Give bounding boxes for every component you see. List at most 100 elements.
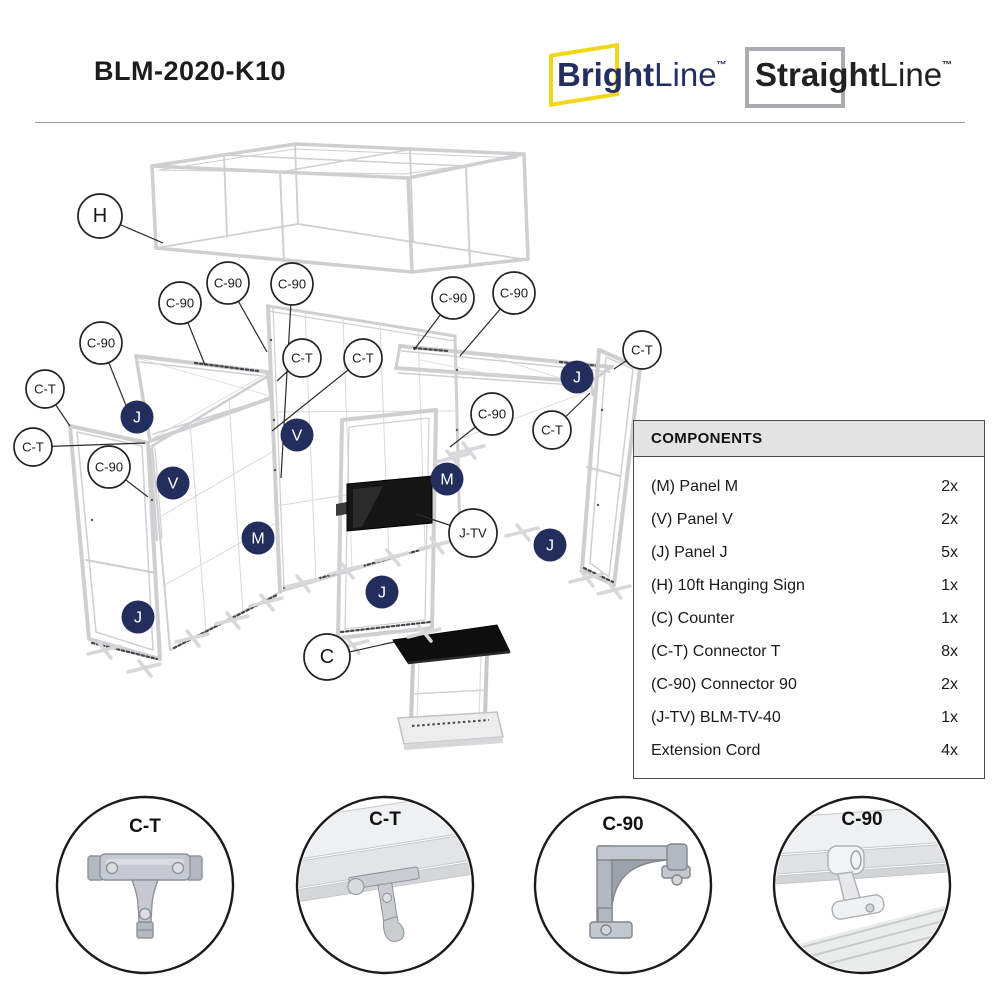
panel-badge-m: M [430, 462, 464, 496]
svg-text:C-90: C-90 [478, 407, 506, 422]
callout-c-90: C-90 [413, 276, 475, 351]
detail-circle-c90-connector: C-90 [533, 795, 713, 975]
svg-text:C-T: C-T [631, 343, 653, 358]
svg-text:C-T: C-T [291, 351, 313, 366]
table-row: (M) Panel M 2x [651, 470, 958, 503]
table-row: Extension Cord 4x [651, 734, 958, 767]
svg-text:C-90: C-90 [278, 277, 306, 292]
callout-c-90: C-90 [206, 261, 268, 353]
detail-label: C-90 [602, 814, 643, 835]
straightline-tm: ™ [942, 60, 953, 71]
component-label: (J) Panel J [651, 544, 728, 561]
callout-c-90: C-90 [158, 281, 206, 366]
table-row: (H) 10ft Hanging Sign 1x [651, 569, 958, 602]
panel-badge-v: V [280, 418, 314, 452]
component-qty: 5x [941, 544, 958, 561]
hanging-sign-frame [150, 142, 530, 274]
callout-c-t: C-T [532, 392, 591, 450]
left-header-frame [134, 354, 273, 443]
svg-text:C-T: C-T [352, 351, 374, 366]
component-label: (H) 10ft Hanging Sign [651, 577, 805, 594]
callout-c-90: C-90 [270, 262, 314, 479]
svg-text:C-90: C-90 [439, 291, 467, 306]
brightline-word-light: Line [654, 56, 717, 93]
component-label: Extension Cord [651, 742, 761, 759]
component-qty: 1x [941, 709, 958, 726]
table-row: (J-TV) BLM-TV-40 1x [651, 701, 958, 734]
svg-text:J: J [378, 585, 386, 602]
callout-c-t: C-T [613, 330, 662, 370]
detail-label: C-T [369, 809, 401, 830]
svg-text:M: M [251, 531, 264, 548]
panel-badge-v: V [156, 466, 190, 500]
panel-badge-j: J [533, 528, 567, 562]
panel-badge-j: J [365, 575, 399, 609]
table-row: (C) Counter 1x [651, 602, 958, 635]
component-qty: 1x [941, 610, 958, 627]
svg-text:J: J [573, 370, 581, 387]
callout-c: C [303, 633, 395, 681]
component-label: (J-TV) BLM-TV-40 [651, 709, 781, 726]
panel-badge-j: J [560, 360, 594, 394]
straightline-wordmark: StraightLine™ [755, 56, 952, 94]
callout-c-t: C-T [271, 338, 383, 432]
brightline-wordmark: BrightLine™ [557, 56, 727, 94]
c90-connector-icon [589, 843, 691, 939]
component-qty: 1x [941, 577, 958, 594]
tv-panel-frame [336, 408, 438, 640]
callout-c-t: C-T [25, 369, 71, 427]
callout-c-90: C-90 [459, 271, 536, 357]
component-label: (M) Panel M [651, 478, 739, 495]
callout-j-tv: J-TV [415, 508, 498, 558]
component-label: (C-90) Connector 90 [651, 676, 797, 693]
straightline-word-light: Line [879, 56, 943, 93]
header-divider [35, 122, 965, 123]
svg-text:C-90: C-90 [95, 460, 123, 475]
svg-text:C-90: C-90 [500, 286, 528, 301]
svg-text:C-90: C-90 [87, 336, 115, 351]
panel-badge-j: J [120, 400, 154, 434]
svg-text:J: J [133, 410, 141, 427]
brightline-word-bold: Bright [557, 56, 655, 93]
svg-text:C-T: C-T [541, 423, 563, 438]
straightline-word-bold: Straight [755, 56, 880, 93]
svg-text:C: C [320, 646, 334, 668]
component-qty: 8x [941, 643, 958, 660]
t-connector-icon [87, 853, 203, 939]
detail-circle-ct-installed: C-T [295, 795, 475, 975]
svg-text:J: J [546, 538, 554, 555]
callout-h: H [77, 193, 164, 244]
component-qty: 2x [941, 511, 958, 528]
svg-text:V: V [168, 476, 179, 493]
svg-text:H: H [93, 205, 107, 227]
detail-label: C-90 [841, 809, 882, 830]
detail-circle-ct-connector: C-T [55, 795, 235, 975]
counter [392, 624, 511, 750]
straightline-gray-frame-icon [745, 47, 845, 108]
svg-text:C-T: C-T [34, 382, 56, 397]
svg-text:M: M [440, 472, 453, 489]
page-title: BLM-2020-K10 [94, 56, 287, 86]
component-qty: 2x [941, 478, 958, 495]
callout-c-90: C-90 [449, 392, 514, 448]
callout-c-90: C-90 [87, 445, 149, 498]
table-row: (V) Panel V 2x [651, 503, 958, 536]
callout-c-t: C-T [13, 427, 146, 467]
panel-badge-m: M [241, 521, 275, 555]
component-label: (V) Panel V [651, 511, 733, 528]
brightline-logo: BrightLine™ [548, 42, 738, 108]
svg-text:J: J [134, 610, 142, 627]
panel-badge-j: J [121, 600, 155, 634]
component-qty: 4x [941, 742, 958, 759]
svg-text:J-TV: J-TV [459, 526, 487, 541]
straightline-logo: StraightLine™ [743, 42, 983, 108]
svg-text:C-90: C-90 [166, 296, 194, 311]
svg-text:C-90: C-90 [214, 276, 242, 291]
table-row: (J) Panel J 5x [651, 536, 958, 569]
svg-text:C-T: C-T [22, 440, 44, 455]
component-label: (C) Counter [651, 610, 735, 627]
